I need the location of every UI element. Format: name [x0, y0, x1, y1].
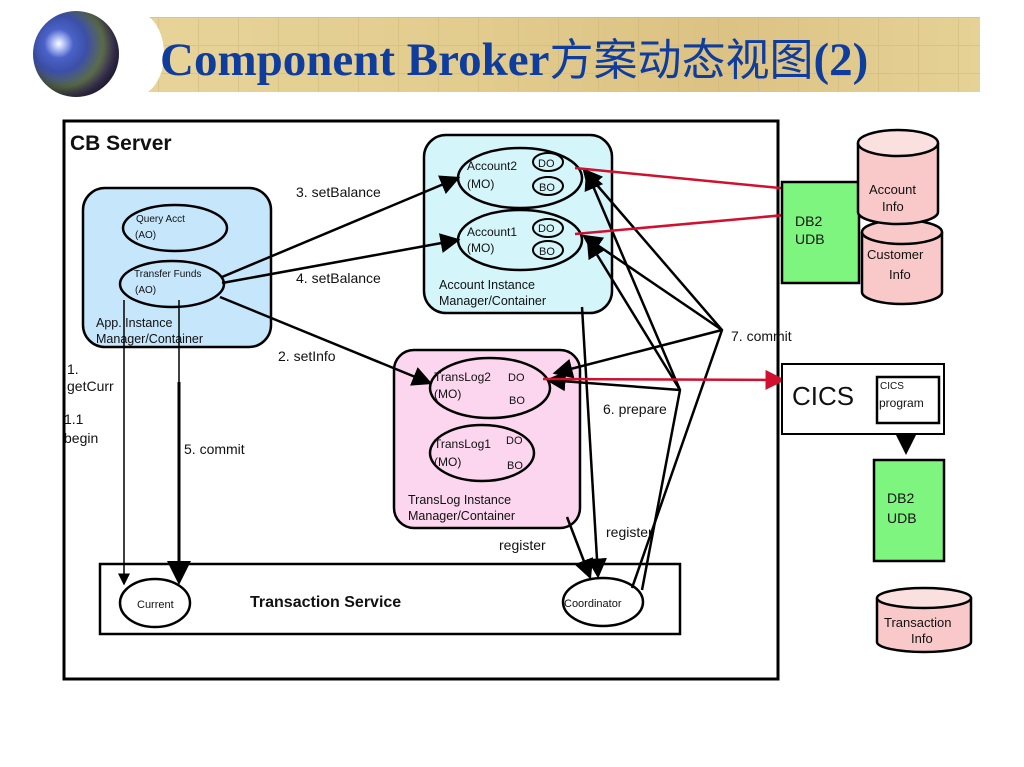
title-banner — [118, 17, 980, 92]
translog1-do-label: DO — [506, 435, 523, 447]
account1-do[interactable] — [532, 218, 564, 238]
query-acct-object[interactable] — [121, 203, 229, 253]
translog2-type: (MO) — [434, 387, 461, 401]
current-object[interactable] — [118, 577, 192, 629]
translog1-object[interactable] — [428, 423, 536, 483]
title-latin: Component Broker — [160, 34, 550, 86]
step-label-set-balance-4: 4. setBalance — [296, 270, 381, 286]
cics-program-label-2: program — [879, 396, 924, 410]
db2-top-label-2: UDB — [795, 231, 825, 247]
step-label-begin-2: begin — [64, 430, 98, 446]
translog-container-label: TransLog Instance — [408, 493, 511, 507]
query-acct-label: Query Acct — [136, 214, 185, 225]
arrow-set-info-2 — [219, 295, 433, 386]
account-info-db — [856, 128, 940, 226]
step-label-commit-5: 5. commit — [184, 441, 245, 457]
translog1-label: TransLog1 — [434, 437, 491, 451]
arrow-register-a — [565, 516, 594, 580]
db2-udb-bottom — [872, 458, 946, 563]
db2-top-label: DB2 — [795, 213, 822, 229]
account2-do-label: DO — [538, 158, 555, 170]
step-label-set-info: 2. setInfo — [278, 348, 336, 364]
call-arrows — [118, 168, 918, 591]
arrow-set-balance-3 — [221, 175, 461, 279]
translog2-bo-label: BO — [509, 395, 525, 407]
account2-type: (MO) — [467, 177, 494, 191]
translog-container-label-2: Manager/Container — [408, 509, 515, 523]
slide-title: Component Broker方案动态视图(2) — [160, 24, 868, 88]
arrow-prepare-6b — [586, 237, 682, 391]
arrow-prepare-6c — [545, 371, 681, 392]
cics-program-box — [875, 375, 941, 425]
translog2-label: TransLog2 — [434, 370, 491, 384]
translog-instance-container — [392, 348, 582, 530]
transaction-info-label-2: Info — [911, 631, 933, 646]
account2-bo[interactable] — [532, 176, 564, 196]
account1-label: Account1 — [467, 225, 517, 239]
app-instance-container — [81, 186, 273, 349]
step-label-set-balance-3: 3. setBalance — [296, 184, 381, 200]
account2-do[interactable] — [532, 152, 564, 172]
account2-label: Account2 — [467, 159, 517, 173]
cics-program-label: CICS — [880, 381, 904, 392]
cics-label: CICS — [792, 381, 854, 411]
account2-bo-label: BO — [539, 182, 555, 194]
arrow-set-balance-4 — [221, 233, 461, 285]
step-label-register-b: register — [606, 524, 653, 540]
transfer-funds-type: (AO) — [135, 285, 156, 296]
customer-info-label-2: Info — [889, 267, 911, 282]
account1-do-label: DO — [538, 223, 555, 235]
app-container-label-2: Manager/Container — [96, 332, 203, 346]
transaction-info-label: Transaction — [884, 615, 951, 630]
transaction-service-label: Transaction Service — [250, 594, 401, 611]
arrow-commit-7b — [581, 234, 723, 332]
account-instance-container — [422, 133, 614, 315]
account1-bo-label: BO — [539, 246, 555, 258]
account-container-label-2: Manager/Container — [439, 294, 546, 308]
translog1-bo-label: BO — [507, 460, 523, 472]
arrow-commit-7c — [552, 328, 723, 379]
query-acct-type: (AO) — [135, 230, 156, 241]
current-label: Current — [137, 599, 174, 611]
account-info-label-2: Info — [882, 199, 904, 214]
step-label-begin-1: 1.1 — [64, 411, 84, 427]
step-label-commit-7: 7. commit — [731, 328, 792, 344]
db2-bottom-label-2: UDB — [887, 510, 917, 526]
account1-type: (MO) — [467, 241, 494, 255]
customer-info-db — [860, 218, 944, 306]
db2-bottom-label: DB2 — [887, 490, 914, 506]
app-container-label: App. Instance — [96, 316, 172, 330]
step-label-get-curr-2: getCurr — [67, 378, 114, 394]
account1-bo[interactable] — [532, 240, 564, 260]
transfer-funds-object[interactable] — [118, 259, 226, 309]
step-label-register-a: register — [499, 537, 546, 553]
arrow-register-b — [580, 306, 607, 579]
customer-info-label: Customer — [867, 247, 924, 262]
globe-icon — [33, 11, 119, 97]
coordinator-label: Coordinator — [564, 598, 622, 610]
transaction-info-db — [875, 586, 973, 654]
step-label-get-curr-1: 1. — [67, 361, 79, 377]
translog1-type: (MO) — [434, 455, 461, 469]
step-label-prepare-6: 6. prepare — [603, 401, 667, 417]
transfer-funds-label: Transfer Funds — [134, 269, 201, 280]
title-suffix: (2) — [813, 34, 869, 86]
red-arrow-translog-cics — [542, 369, 786, 390]
db2-udb-top — [780, 180, 861, 285]
account-info-label: Account — [869, 182, 916, 197]
title-chinese: 方案动态视图 — [549, 35, 814, 86]
translog2-do-label: DO — [508, 372, 525, 384]
cb-server-label: CB Server — [70, 132, 172, 155]
account-container-label: Account Instance — [439, 278, 535, 292]
